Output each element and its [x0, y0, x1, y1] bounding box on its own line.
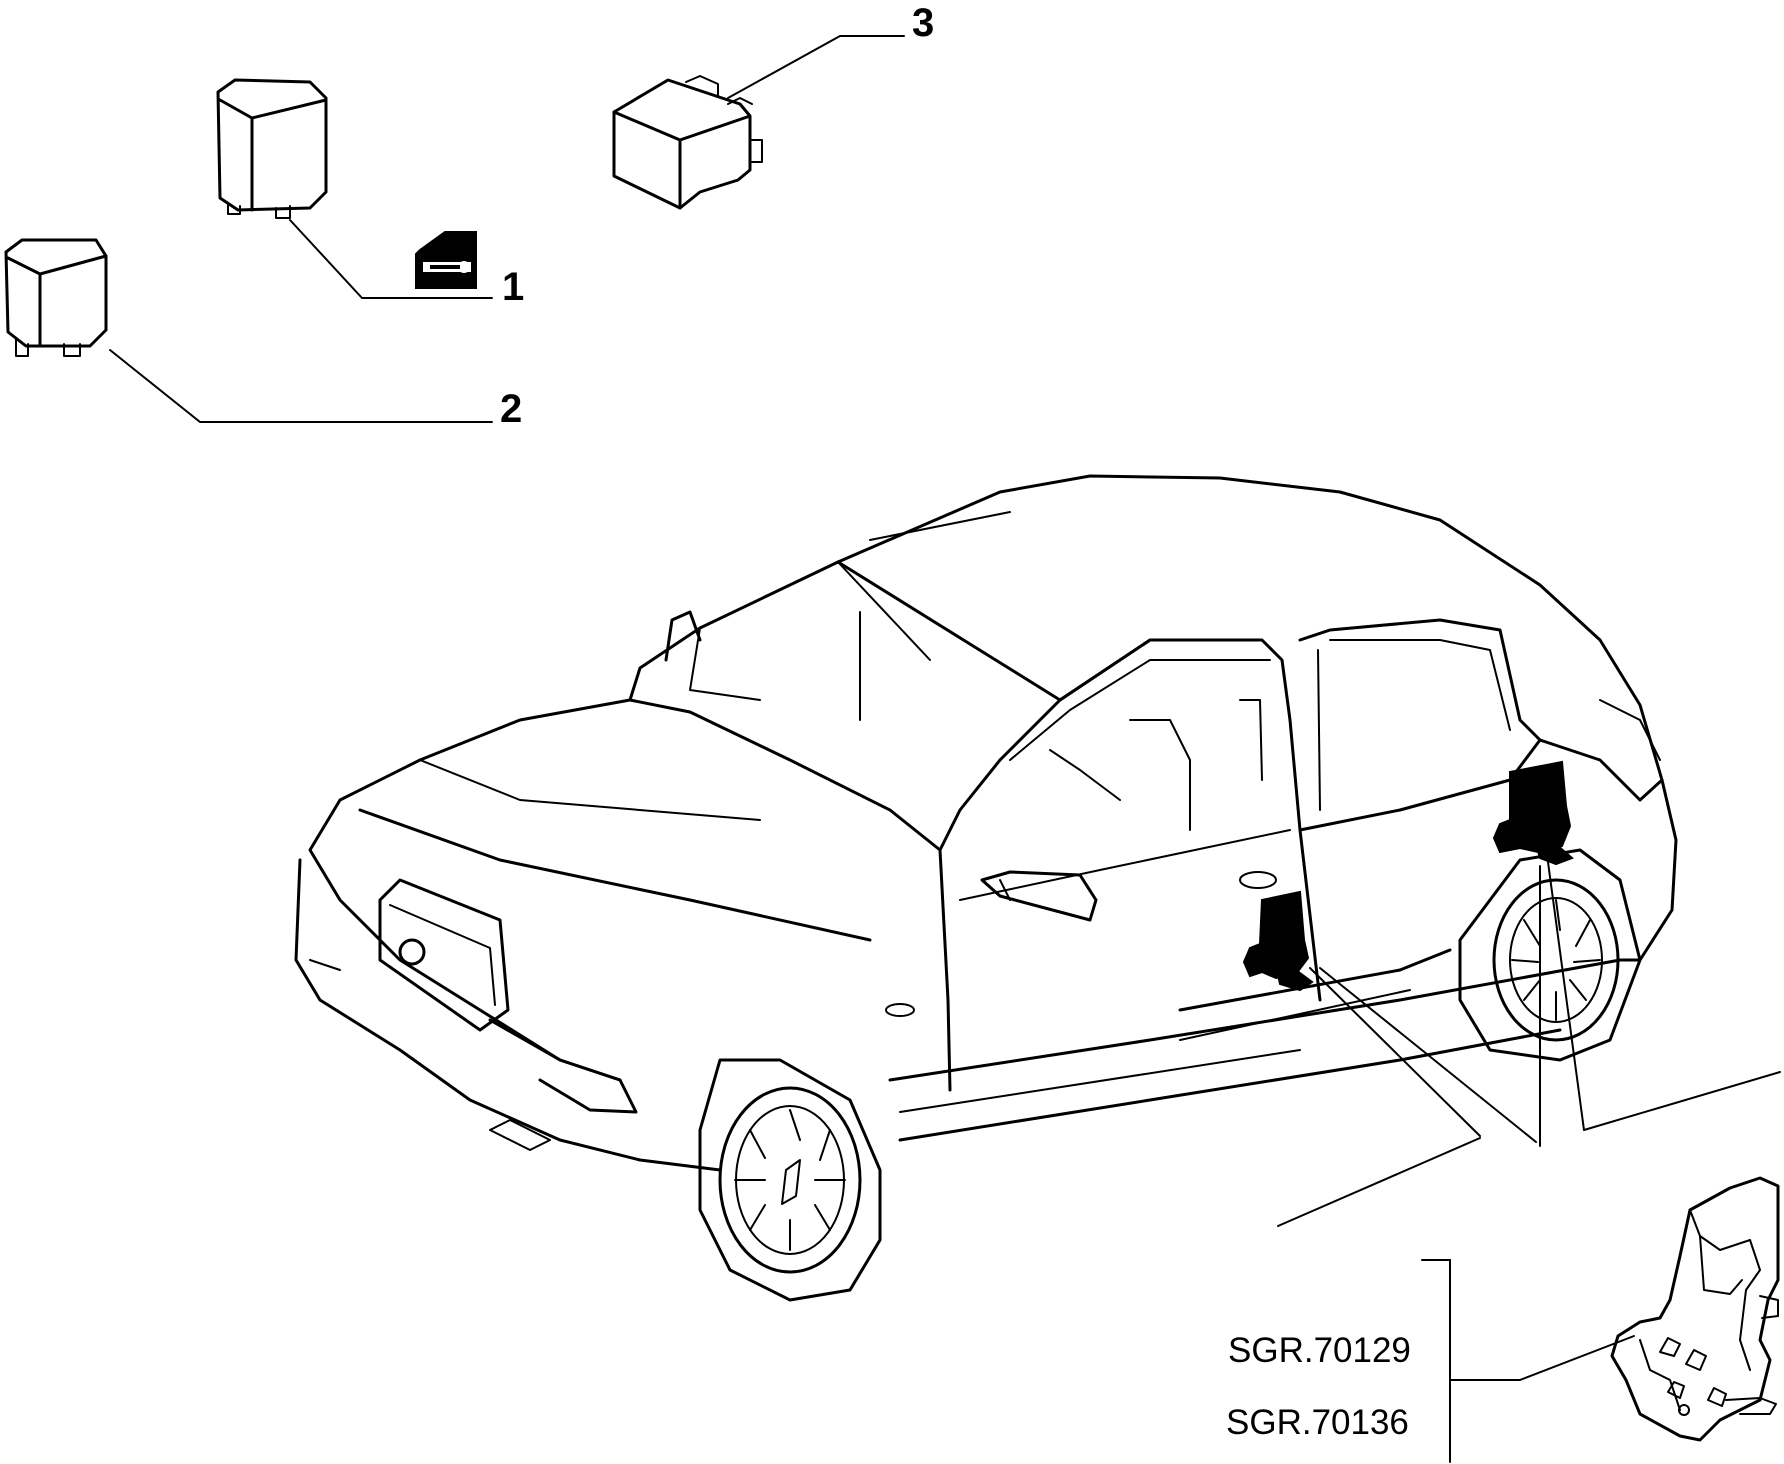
- rear-door-lock-location: [1492, 760, 1574, 866]
- front-door-lock-location: [1242, 890, 1314, 992]
- door-key-icon: [415, 231, 477, 289]
- control-unit-part-3: [612, 75, 763, 210]
- detail-pointer-lines: [1277, 861, 1781, 1227]
- callout-2: 2: [500, 387, 522, 431]
- car-illustration: [294, 474, 1678, 1302]
- reference-code-1: SGR.70129: [1228, 1331, 1411, 1370]
- leader-line-3: [727, 35, 905, 99]
- callout-1: 1: [502, 265, 524, 309]
- leader-line-1: [289, 219, 493, 299]
- reference-code-2: SGR.70136: [1226, 1403, 1409, 1442]
- detail-leader-line: [1421, 1259, 1635, 1463]
- door-lock-actuator-detail: [1610, 1176, 1780, 1442]
- callout-3: 3: [912, 1, 934, 45]
- relay-part-2: [4, 238, 108, 357]
- relay-part-1: [216, 78, 328, 219]
- leader-line-2: [109, 349, 493, 423]
